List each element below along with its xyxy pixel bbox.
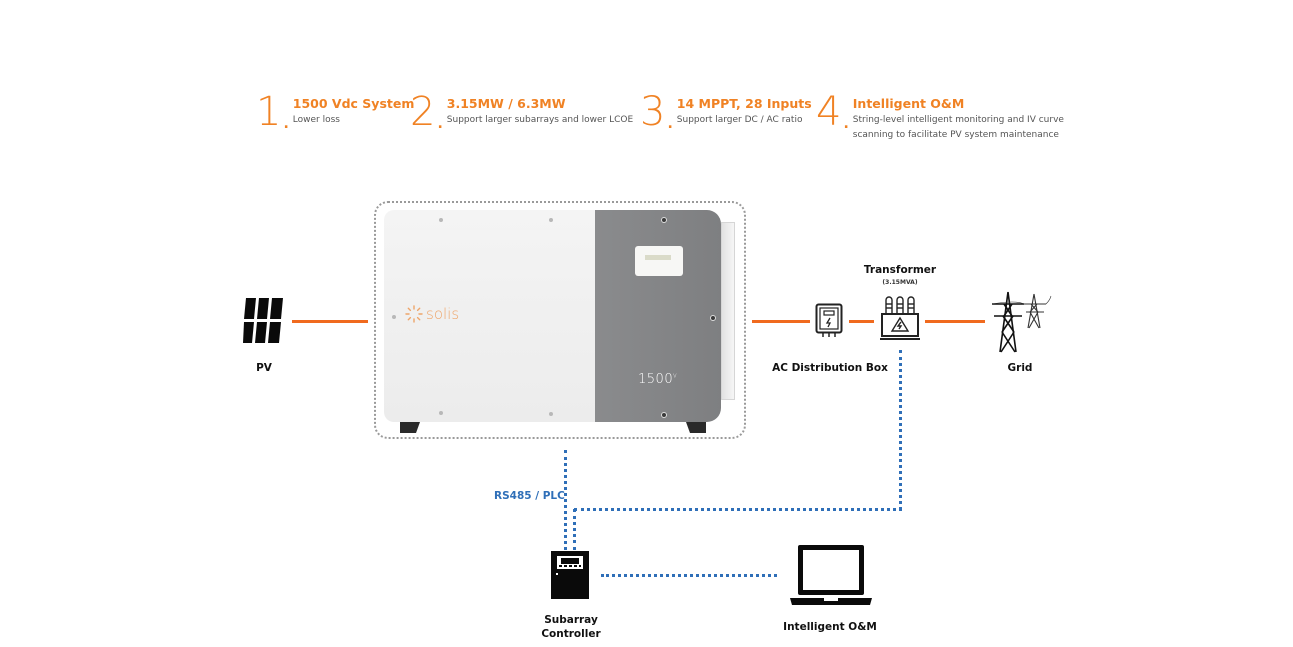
feature-dot: . [283,116,289,132]
screw [549,412,553,416]
comm-line-transformer-controller [573,509,579,550]
feature-dot: . [843,116,849,132]
comm-line-inverter-controller [564,450,570,550]
feature-dot: . [667,116,673,132]
inverter-model: 1500V [638,372,677,387]
inverter-lcd [645,255,671,260]
inverter-display [635,246,683,276]
controller-label: Subarray Controller [534,613,608,641]
comm-line-transformer-horizontal [574,508,902,514]
inverter-body-right [595,210,721,422]
power-line-transformer-grid [925,320,985,323]
feature-2: 2 . 3.15MW / 6.3MW Support larger subarr… [410,89,634,135]
feature-1: 1 . 1500 Vdc System Lower loss [256,89,415,135]
comm-line-controller-om [601,574,777,580]
screw [710,315,716,321]
brand-name: solis [426,305,460,323]
feature-title: 3.15MW / 6.3MW [446,96,566,111]
comm-line-transformer-down [899,350,905,510]
grid-label: Grid [1007,362,1033,374]
power-line-inverter-acbox [752,320,810,323]
transformer-rating: (3.15MVA) [882,279,918,286]
feature-3: 3 . 14 MPPT, 28 Inputs Support larger DC… [640,89,812,135]
feature-number: 2 [410,89,435,135]
screw [661,412,667,418]
feature-dot: . [437,116,443,132]
feature-desc: scanning to facilitate PV system mainten… [852,130,1059,140]
power-line-pv-inverter [292,320,368,323]
om-label: Intelligent O&M [783,621,877,633]
feature-title: Intelligent O&M [852,96,965,111]
laptop-icon [790,545,872,605]
model-number: 1500 [638,372,674,387]
controller-label-line: Subarray [544,614,598,626]
power-tower-icon [991,291,1052,353]
feature-number: 1 [256,89,281,135]
inverter-body-left [384,210,596,422]
feature-title: 14 MPPT, 28 Inputs [676,96,812,111]
comm-protocol-label: RS485 / PLC [494,490,565,502]
feature-desc: String-level intelligent monitoring and … [852,115,1064,125]
feature-title: 1500 Vdc System [292,96,415,111]
brand-logo: solis [405,305,459,323]
feature-desc: Support larger subarrays and lower LCOE [446,115,634,125]
transformer-label: Transformer [863,264,937,276]
feature-number: 3 [640,89,665,135]
screw [392,315,396,319]
distribution-box-icon [815,303,843,337]
model-unit: V [673,373,678,380]
sun-logo-icon [405,305,423,323]
solar-panel-icon [243,298,283,343]
screw [439,218,443,222]
feature-number: 4 [816,89,841,135]
pv-label: PV [256,362,272,374]
ac-box-label: AC Distribution Box [772,362,888,374]
screw [439,411,443,415]
inverter-frame [374,201,746,439]
subarray-controller-icon [551,551,589,599]
controller-label-line: Controller [541,628,601,640]
feature-4: 4 . Intelligent O&M String-level intelli… [816,89,1064,143]
power-line-acbox-transformer [849,320,874,323]
transformer-icon [880,296,920,340]
feature-desc: Lower loss [292,115,340,125]
screw [661,217,667,223]
screw [549,218,553,222]
inverter-foot-left [400,422,420,433]
feature-desc: Support larger DC / AC ratio [676,115,803,125]
inverter-side-panel [721,222,735,400]
